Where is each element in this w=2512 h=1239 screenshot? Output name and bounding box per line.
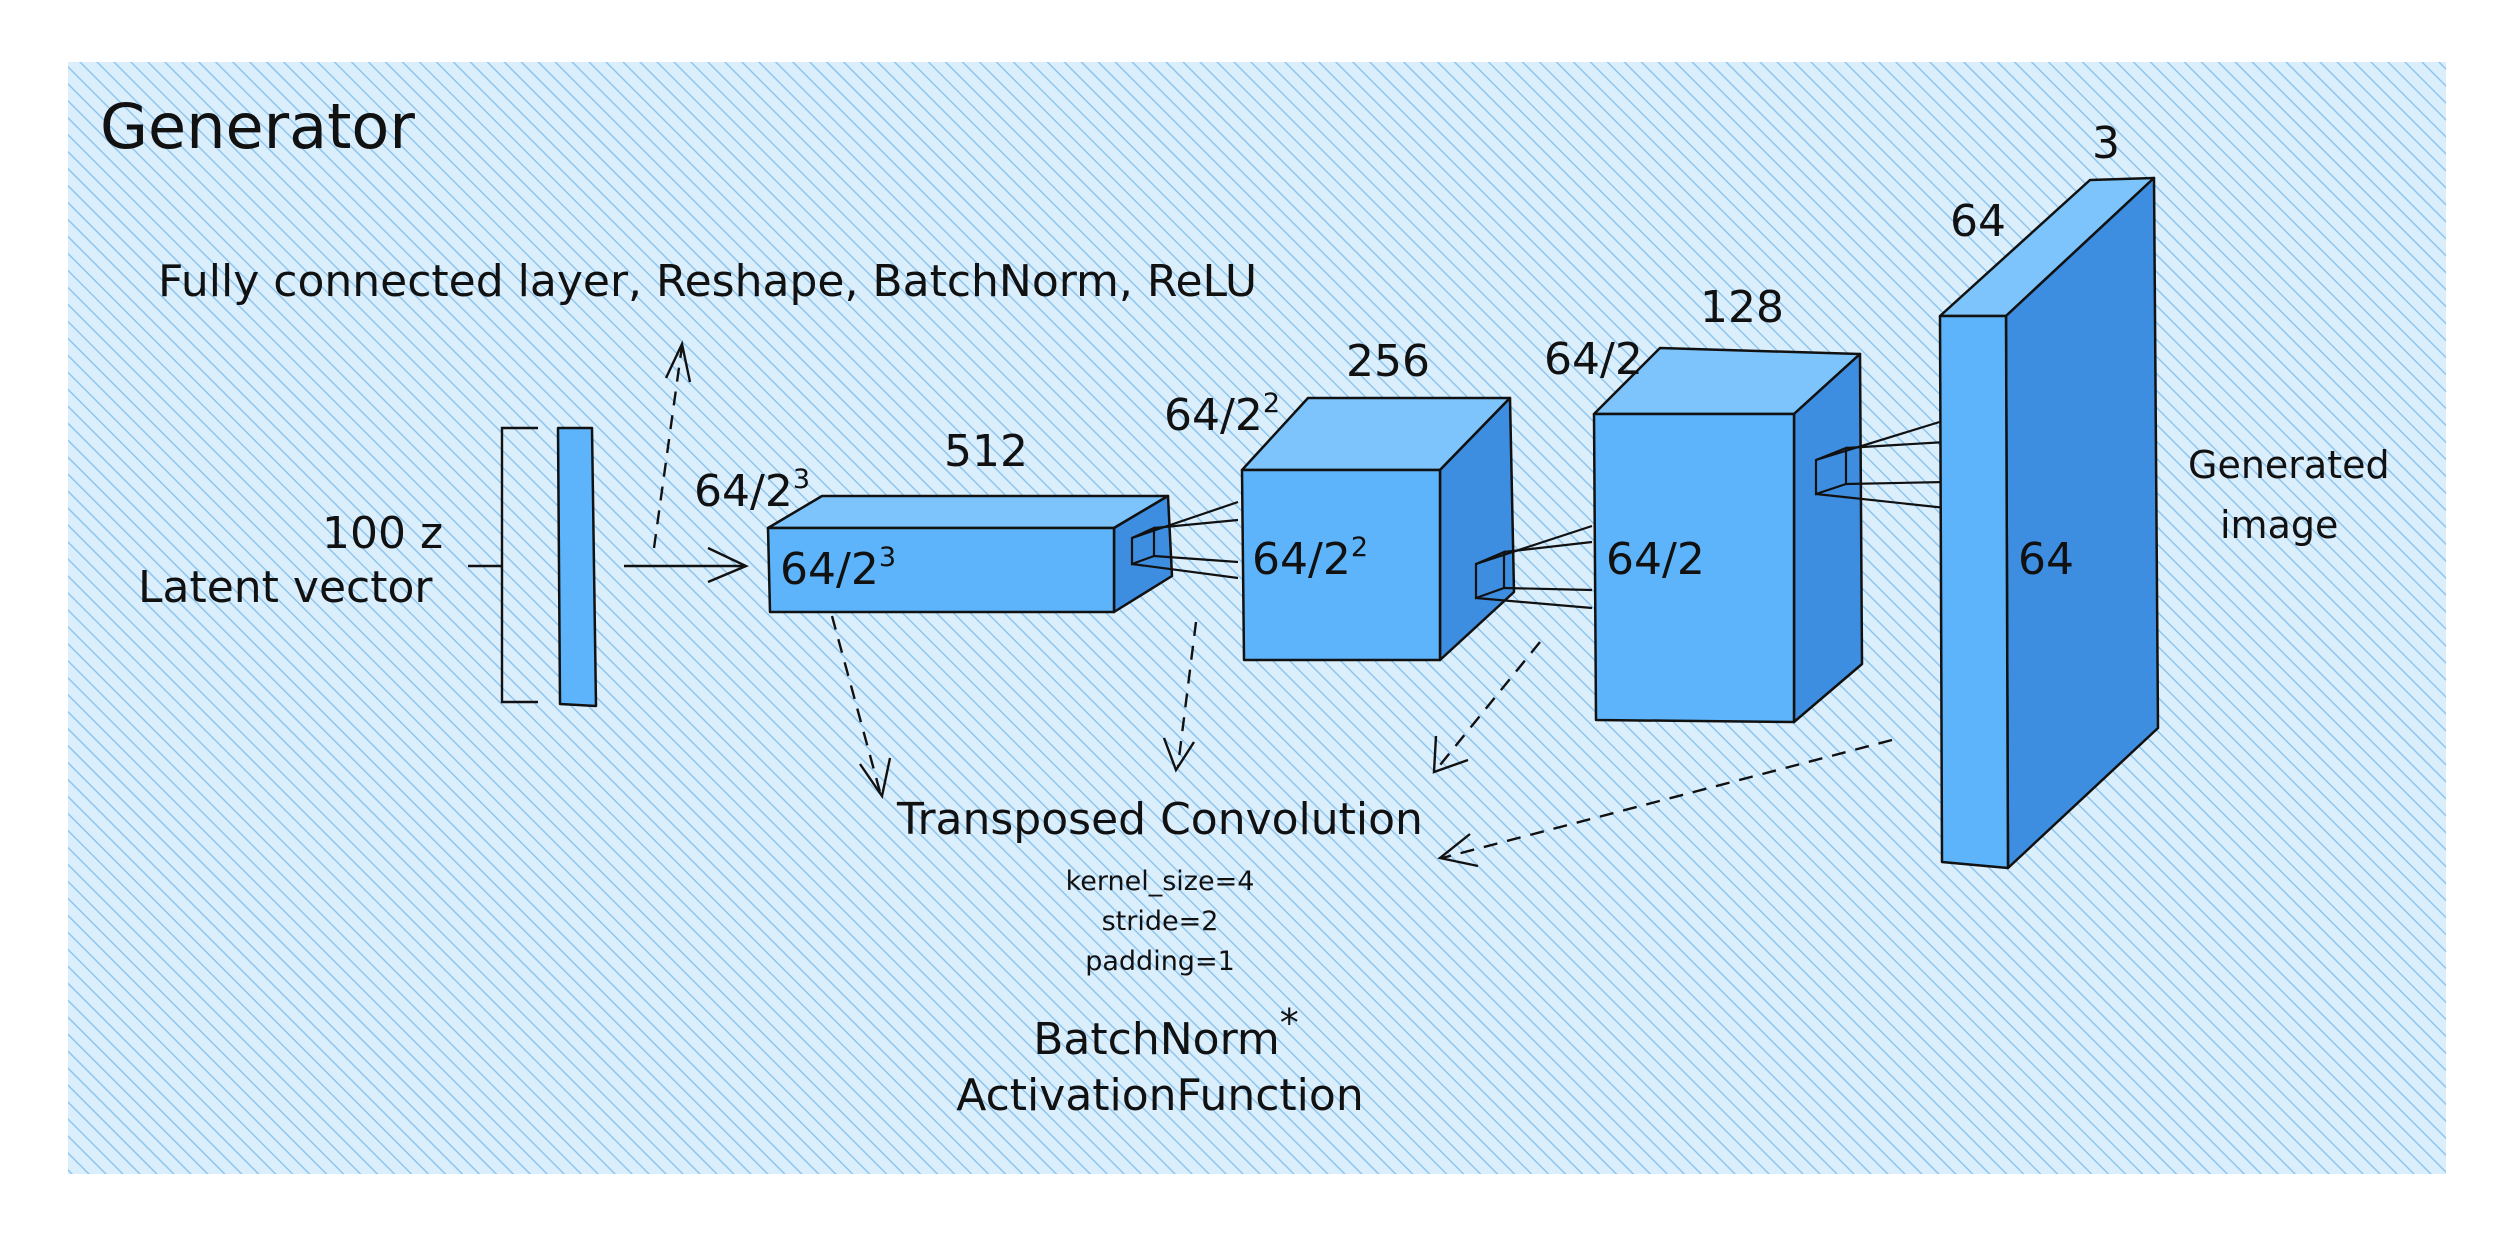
- operation-post-activation: ActivationFunction: [956, 1070, 1363, 1121]
- block-output-spatial-front: 64: [2018, 534, 2074, 585]
- block-256-channels: 256: [1346, 336, 1430, 387]
- block-512-spatial-front-base: 64/2: [780, 544, 879, 595]
- fc-arrow: [652, 340, 692, 549]
- kernel-projection-1: [1130, 500, 1239, 580]
- output-label-line-2: image: [2220, 503, 2338, 547]
- diagram-title: Generator: [100, 90, 415, 163]
- block-128-spatial-front: 64/2: [1606, 534, 1705, 585]
- block-output-spatial-top: 64: [1950, 196, 2006, 247]
- block-512-front: [766, 526, 1116, 614]
- block-512-spatial-front: 64/23: [780, 542, 896, 595]
- block-output-front: [1938, 314, 2010, 870]
- operation-param-kernel: kernel_size=4: [1066, 866, 1255, 897]
- latent-name-label: Latent vector: [138, 562, 433, 613]
- operation-post-mark: *: [1280, 1001, 1299, 1045]
- block-512-spatial-top: 64/23: [694, 464, 810, 517]
- block-512-top: [766, 494, 1170, 530]
- kernel-projection-3: [1814, 418, 1947, 510]
- block-128-spatial-top: 64/2: [1544, 334, 1643, 385]
- operation-name: Transposed Convolution: [896, 794, 1423, 845]
- block-256-spatial-top-base: 64/2: [1164, 390, 1263, 441]
- operation-post-batchnorm: BatchNorm*: [1033, 1001, 1299, 1065]
- block-256-spatial-front-exp: 2: [1351, 532, 1368, 563]
- block-256-spatial-front: 64/22: [1252, 532, 1368, 585]
- block-256: 256 64/22 64/22: [1164, 336, 1516, 662]
- block-128: 128 64/2 64/2: [1544, 282, 1864, 724]
- dashed-arrow-block-256: [1162, 621, 1198, 773]
- block-512-channels: 512: [944, 426, 1028, 477]
- latent-size-label: 100 z: [322, 508, 443, 559]
- fc-layer-label: Fully connected layer, Reshape, BatchNor…: [158, 256, 1257, 307]
- block-256-spatial-top-exp: 2: [1263, 388, 1280, 419]
- latent-vector-bar: [556, 426, 598, 708]
- block-256-spatial-front-base: 64/2: [1252, 534, 1351, 585]
- dashed-arrow-block-128: [1432, 641, 1541, 774]
- kernel-projection-2: [1474, 524, 1593, 610]
- block-256-front: [1240, 468, 1442, 662]
- block-256-spatial-top: 64/22: [1164, 388, 1280, 441]
- operation-param-stride: stride=2: [1102, 906, 1219, 937]
- dashed-arrow-block-512: [830, 615, 892, 799]
- block-output-image: 3 64 64: [1938, 118, 2160, 870]
- block-output-channels: 3: [2092, 118, 2120, 169]
- latent-vector: 100 z Latent vector: [138, 426, 598, 708]
- block-128-channels: 128: [1700, 282, 1784, 333]
- operation-post-batchnorm-text: BatchNorm: [1033, 1014, 1280, 1065]
- output-label-line-1: Generated: [2188, 443, 2390, 487]
- block-128-side: [1792, 352, 1864, 724]
- input-arrow: [624, 546, 749, 584]
- operation-param-padding: padding=1: [1085, 946, 1235, 977]
- block-512-spatial-front-exp: 3: [879, 542, 896, 573]
- dashed-arrow-block-output: [1437, 738, 1893, 868]
- block-512: 512 64/23 64/23: [694, 426, 1174, 614]
- block-128-front: [1592, 412, 1796, 724]
- output-label: Generated image: [2188, 443, 2402, 547]
- block-512-spatial-top-base: 64/2: [694, 466, 793, 517]
- block-512-spatial-top-exp: 3: [793, 464, 810, 495]
